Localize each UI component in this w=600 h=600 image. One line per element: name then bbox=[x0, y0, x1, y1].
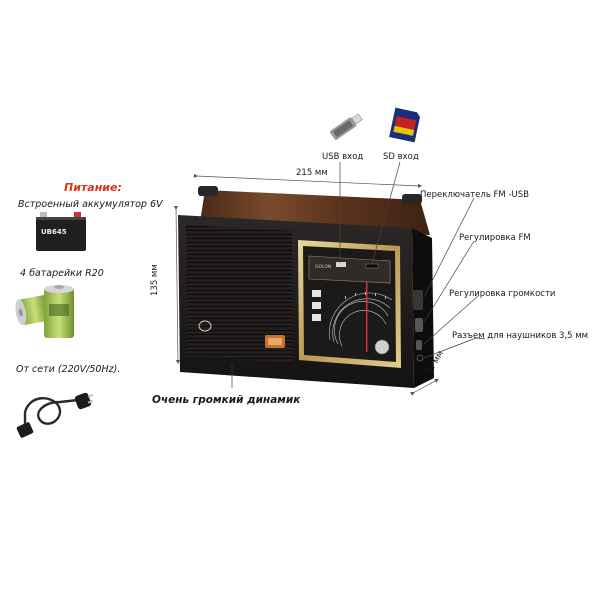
fm-callout-line bbox=[423, 240, 475, 323]
tuning-dial-knob bbox=[374, 339, 390, 355]
radio-body: GOLON bbox=[178, 186, 434, 388]
headphone-label: Разъем для наушников 3,5 мм bbox=[452, 331, 589, 341]
mode-button-2 bbox=[312, 302, 321, 309]
builtin-battery-label: Встроенный аккумулятор 6V bbox=[18, 199, 163, 210]
height-dimension-line bbox=[173, 205, 181, 365]
fm-usb-switch-label: Переключатель FM -USB bbox=[420, 190, 529, 200]
volume-callout-line bbox=[423, 295, 479, 345]
headphone-callout-line bbox=[423, 337, 477, 359]
fm-tuning-knob bbox=[415, 318, 423, 332]
depth-dimension-line bbox=[410, 378, 439, 396]
height-dimension-label: 135 мм bbox=[150, 264, 160, 296]
headphone-jack bbox=[416, 354, 424, 362]
fm-usb-switch-knob bbox=[413, 290, 423, 310]
d-batteries-icon bbox=[15, 285, 74, 338]
speaker-grille bbox=[186, 225, 293, 363]
battery-brand-label: UB645 bbox=[41, 228, 67, 236]
sd-slot bbox=[365, 263, 379, 269]
power-title: Питание: bbox=[64, 181, 122, 194]
width-dimension-label: 215 мм bbox=[296, 168, 328, 178]
usb-port bbox=[336, 262, 346, 267]
r20-batteries-label: 4 батарейки R20 bbox=[20, 268, 104, 279]
mode-button-3 bbox=[312, 314, 321, 321]
volume-knob bbox=[416, 340, 422, 350]
switch-callout-line bbox=[423, 197, 475, 298]
width-dimension-line bbox=[193, 173, 423, 189]
fm-tuning-label: Регулировка FM bbox=[459, 233, 531, 243]
usb-stick-icon bbox=[330, 113, 363, 140]
mode-button-1 bbox=[312, 290, 321, 297]
svg-text:GOLON: GOLON bbox=[315, 264, 331, 270]
power-cord-icon bbox=[16, 392, 94, 438]
volume-label: Регулировка громкости bbox=[449, 289, 556, 299]
rechargeable-battery-icon bbox=[36, 212, 86, 251]
dial-needle bbox=[366, 282, 368, 352]
usb-sd-module bbox=[308, 255, 391, 284]
dial-ticks bbox=[345, 292, 386, 299]
mains-power-label: От сети (220V/50Hz). bbox=[16, 364, 121, 375]
usb-label: USB вход bbox=[322, 152, 364, 162]
brand-logo bbox=[198, 320, 212, 332]
sd-label: SD вход bbox=[383, 152, 419, 162]
sd-card-icon bbox=[389, 107, 421, 143]
frequency-dial bbox=[329, 292, 393, 347]
speaker-caption: Очень громкий динамик bbox=[152, 394, 301, 406]
